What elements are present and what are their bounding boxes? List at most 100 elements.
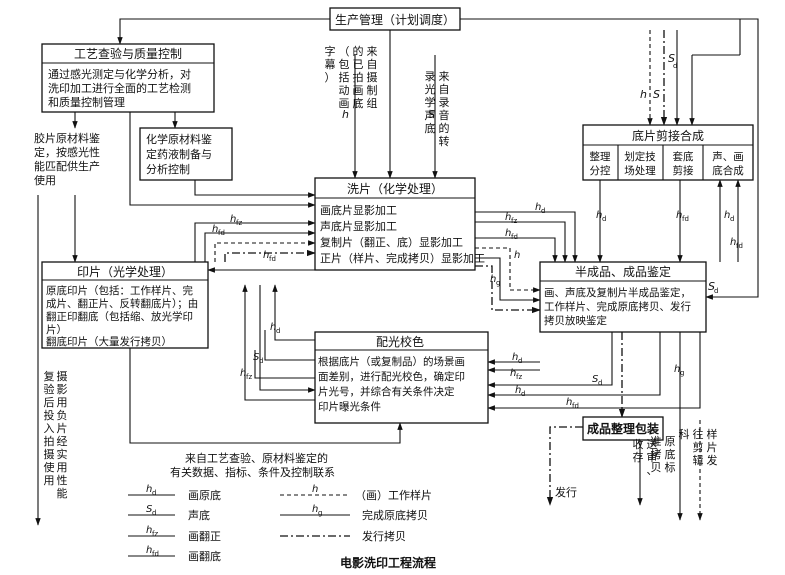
label-sd-edit-2-sub: d: [714, 287, 718, 295]
label-hg-appraisal: h: [674, 364, 680, 375]
grading-to-print-hd: [272, 284, 315, 341]
label-hfd-edit-2-sub: fd: [736, 242, 743, 250]
qc-title: 工艺查验与质量控制: [74, 46, 182, 61]
label-sd-edit-2: S: [708, 280, 715, 293]
production-to-qc-arrow: [117, 18, 330, 45]
box-grading: 配光校色 根据底片（或复制品）的场景画 面差别，进行配光校色，确定印 片光号，并…: [314, 331, 489, 424]
legend-hg-text: 完成原底拷贝: [362, 508, 428, 522]
finished-label: 成品整理包装: [587, 421, 659, 436]
box-appraisal: 半成品、成品鉴定 画、声底及复制片半成品鉴定， 工作样片、完成原底拷贝、发行 拷…: [539, 261, 707, 333]
label-hfz-grading: h: [510, 368, 516, 379]
label-sd-print-sub: d: [259, 357, 263, 365]
label-hd-wash-sub: d: [541, 207, 545, 215]
production-label: 生产管理（计划调度）: [335, 12, 455, 27]
print-to-grading: [259, 285, 316, 393]
print-to-wash-release: [224, 249, 316, 262]
box-wash: 洗片（化学处理） 画底片显影加工 声底片显影加工 复制片（翻正、底）显影加工 正…: [314, 177, 485, 271]
wash-title: 洗片（化学处理）: [347, 181, 443, 196]
label-hfd-1: h: [212, 224, 218, 235]
label-sd-print: S: [253, 352, 260, 363]
data-link-line-1: 来自工艺查验、原材料鉴定的: [185, 451, 328, 465]
legend-hg-sub: g: [318, 509, 322, 517]
wash-line-3: 复制片（翻正、底）显影加工: [320, 235, 463, 249]
diagram-caption: 电影洗印工程流程: [340, 555, 436, 570]
label-hd-edit-2: h: [724, 210, 730, 221]
print-title: 印片（光学处理）: [77, 264, 173, 279]
legend-hfd-sym: h: [146, 545, 152, 556]
original-copy-text: 原底标准拷贝: [651, 435, 676, 474]
label-hfz-print-sub: fz: [246, 373, 252, 381]
production-right-line: [460, 18, 741, 55]
edit-title: 底片剪接合成: [632, 128, 704, 143]
grading-line-4: 印片曝光条件: [318, 400, 381, 413]
data-link-line-2: 有关数据、指标、条件及控制联系: [170, 465, 335, 479]
label-hfd-edit: h: [676, 210, 682, 221]
label-hfd-2: h: [263, 250, 269, 261]
print-to-wash-hfd: [204, 230, 316, 262]
chem-to-wash-arrow: [194, 180, 316, 198]
label-hfz-grading-sub: fz: [516, 373, 522, 381]
print-line-1: 原底印片（包括：工作样片、完: [46, 284, 193, 297]
qc-line-2: 洗印加工进行全面的工艺检测: [48, 81, 191, 95]
chem-line-1: 化学原材料鉴: [146, 132, 212, 146]
wash-to-appraisal-release: [475, 265, 541, 314]
legend-item-hd: h d 画原底: [128, 484, 221, 502]
line-labels: h S S S d h h fz h fd h fd h d h fz h fd…: [212, 52, 743, 410]
qc-to-wash-arrow: [129, 112, 316, 208]
label-hfz-1-sub: fz: [236, 219, 242, 227]
label-hfz-print: h: [240, 368, 246, 379]
legend-item-hfd: h fd 画翻底: [128, 545, 221, 563]
qc-line-1: 通过感光测定与化学分析，对: [48, 67, 191, 81]
label-hg-wash-sub: g: [496, 279, 500, 287]
appraisal-line-2: 工作样片、完成原底拷贝、发行: [544, 300, 691, 313]
data-link-arrow: [129, 285, 403, 444]
from-recording-text: 来自录音的转录光学声底: [425, 70, 450, 148]
box-chem-check: 化学原材料鉴 定药液制备与 分析控制: [139, 127, 233, 181]
vertical-texts: 来自摄制组的已拍画底（包括动画字幕） 来自录音的转录光学声底 复验后投入拍摄使用…: [44, 44, 718, 500]
grading-to-print-sd: [264, 330, 315, 361]
label-hfd-edit-2: h: [730, 237, 736, 248]
appraisal-line-3: 拷贝放映鉴定: [544, 314, 607, 327]
label-hfd-edit-sub: fd: [682, 215, 689, 223]
qc-line-3: 和质量控制管理: [48, 95, 125, 109]
label-hfd-grading-sub: fd: [572, 402, 579, 410]
label-hd-grading-2: h: [515, 385, 521, 396]
legend-sd-sub: d: [152, 509, 156, 517]
film-check-line-3: 能匹配供生产: [34, 159, 100, 173]
legend-release-text: 发行拷贝: [362, 529, 406, 543]
appraisal-to-grading-hd2: [487, 332, 661, 398]
legend-hfd-text: 画翻底: [188, 549, 221, 563]
label-hd-edit-sub: d: [602, 215, 606, 223]
label-hfz-wash: h: [505, 212, 511, 223]
negative-use-text: 摄影用负片经实用性能: [57, 369, 68, 500]
print-line-5: 翻底印片（大量发行拷贝）: [46, 335, 172, 348]
legend-hfz-sym: h: [146, 525, 152, 536]
legend-item-release: 发行拷贝: [280, 529, 406, 543]
legend-sample-sym: h: [312, 484, 318, 495]
legend-item-sample: h （画）工作样片: [280, 484, 432, 502]
edit-sub-3a: 套底: [673, 150, 694, 163]
edit-sub-1b: 分控: [590, 164, 611, 177]
label-hfd-wash-sub: fd: [511, 233, 518, 241]
wash-to-appraisal-hg: [475, 257, 541, 303]
label-hfd-1-sub: fd: [218, 229, 225, 237]
label-hd-edit: h: [596, 210, 602, 221]
grading-title: 配光校色: [376, 334, 424, 349]
edit-sub-3b: 剪接: [673, 164, 694, 177]
legend-hfd-sub: fd: [152, 550, 159, 558]
label-sd-grading-sub: d: [598, 379, 602, 387]
grading-line-1: 根据底片（或复制品）的场景画: [318, 355, 465, 368]
wash-line-2: 声底片显影加工: [320, 219, 397, 233]
label-hfd-wash: h: [505, 228, 511, 239]
appraisal-to-grading-sd: [487, 332, 613, 388]
label-hd-edit-2-sub: d: [730, 215, 734, 223]
release-arrow: [546, 426, 583, 506]
edit-sub-2b: 场处理: [624, 164, 656, 177]
connectors: [35, 18, 759, 526]
edit-sub-2a: 划定技: [624, 150, 656, 163]
wash-to-appraisal-hfd: [475, 237, 558, 263]
edit-sub-1a: 整理: [590, 150, 611, 163]
print-to-wash-sample: [214, 240, 316, 262]
release-label: 发行: [555, 485, 577, 499]
wash-line-1: 画底片显影加工: [320, 203, 397, 217]
